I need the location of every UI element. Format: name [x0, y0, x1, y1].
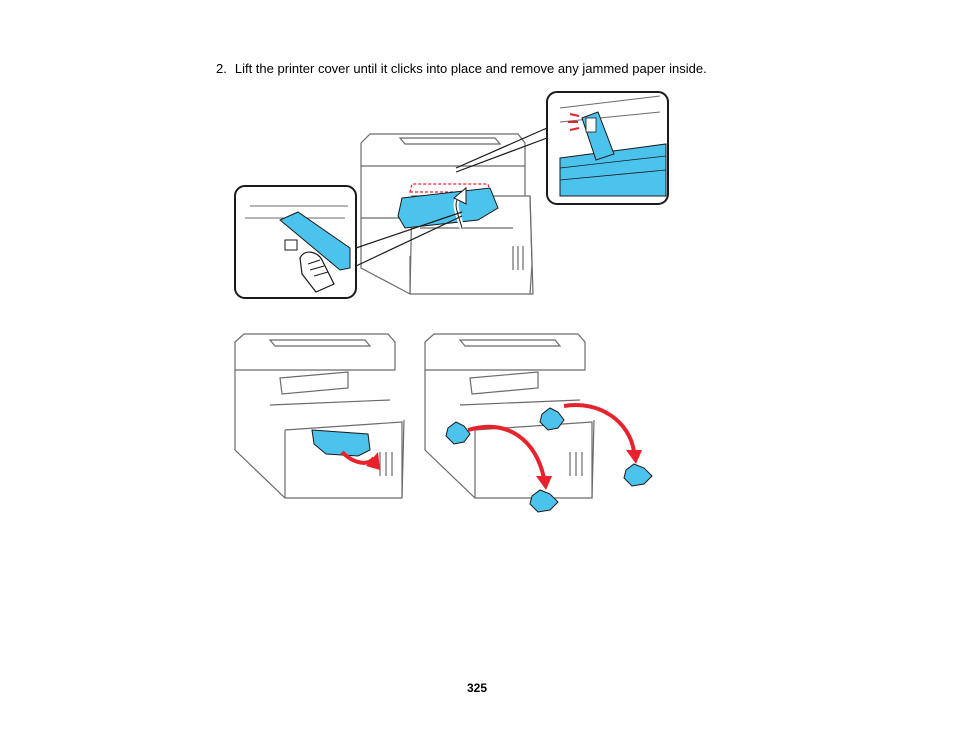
page-number: 325: [466, 681, 488, 695]
callout-release-lever: [234, 185, 463, 299]
cover-clip-detail-icon: [581, 111, 615, 161]
remove-arrow-icon-2: [563, 403, 636, 453]
instruction-step-2: 2. Lift the printer cover until it clicks…: [216, 61, 707, 76]
step-text: Lift the printer cover until it clicks i…: [234, 61, 707, 76]
printer-body: [424, 333, 595, 499]
crumpled-paper-icon: [445, 407, 653, 513]
remove-crumpled-paper-illustration: [424, 333, 653, 513]
cover-latch-outline: [409, 183, 491, 193]
step-number: 2.: [216, 61, 227, 76]
printer-cover-lift-illustration: [234, 91, 669, 299]
hand-pressing-icon: [299, 251, 335, 293]
printer-body: [234, 333, 405, 499]
remove-jammed-sheet-illustration: [234, 333, 405, 499]
remove-arrow-icon: [467, 424, 546, 479]
click-marks: [568, 113, 580, 131]
lifted-cover-panel: [397, 187, 499, 229]
jammed-sheet-illustration: [311, 429, 371, 457]
callout-cover-clip: [455, 91, 669, 205]
